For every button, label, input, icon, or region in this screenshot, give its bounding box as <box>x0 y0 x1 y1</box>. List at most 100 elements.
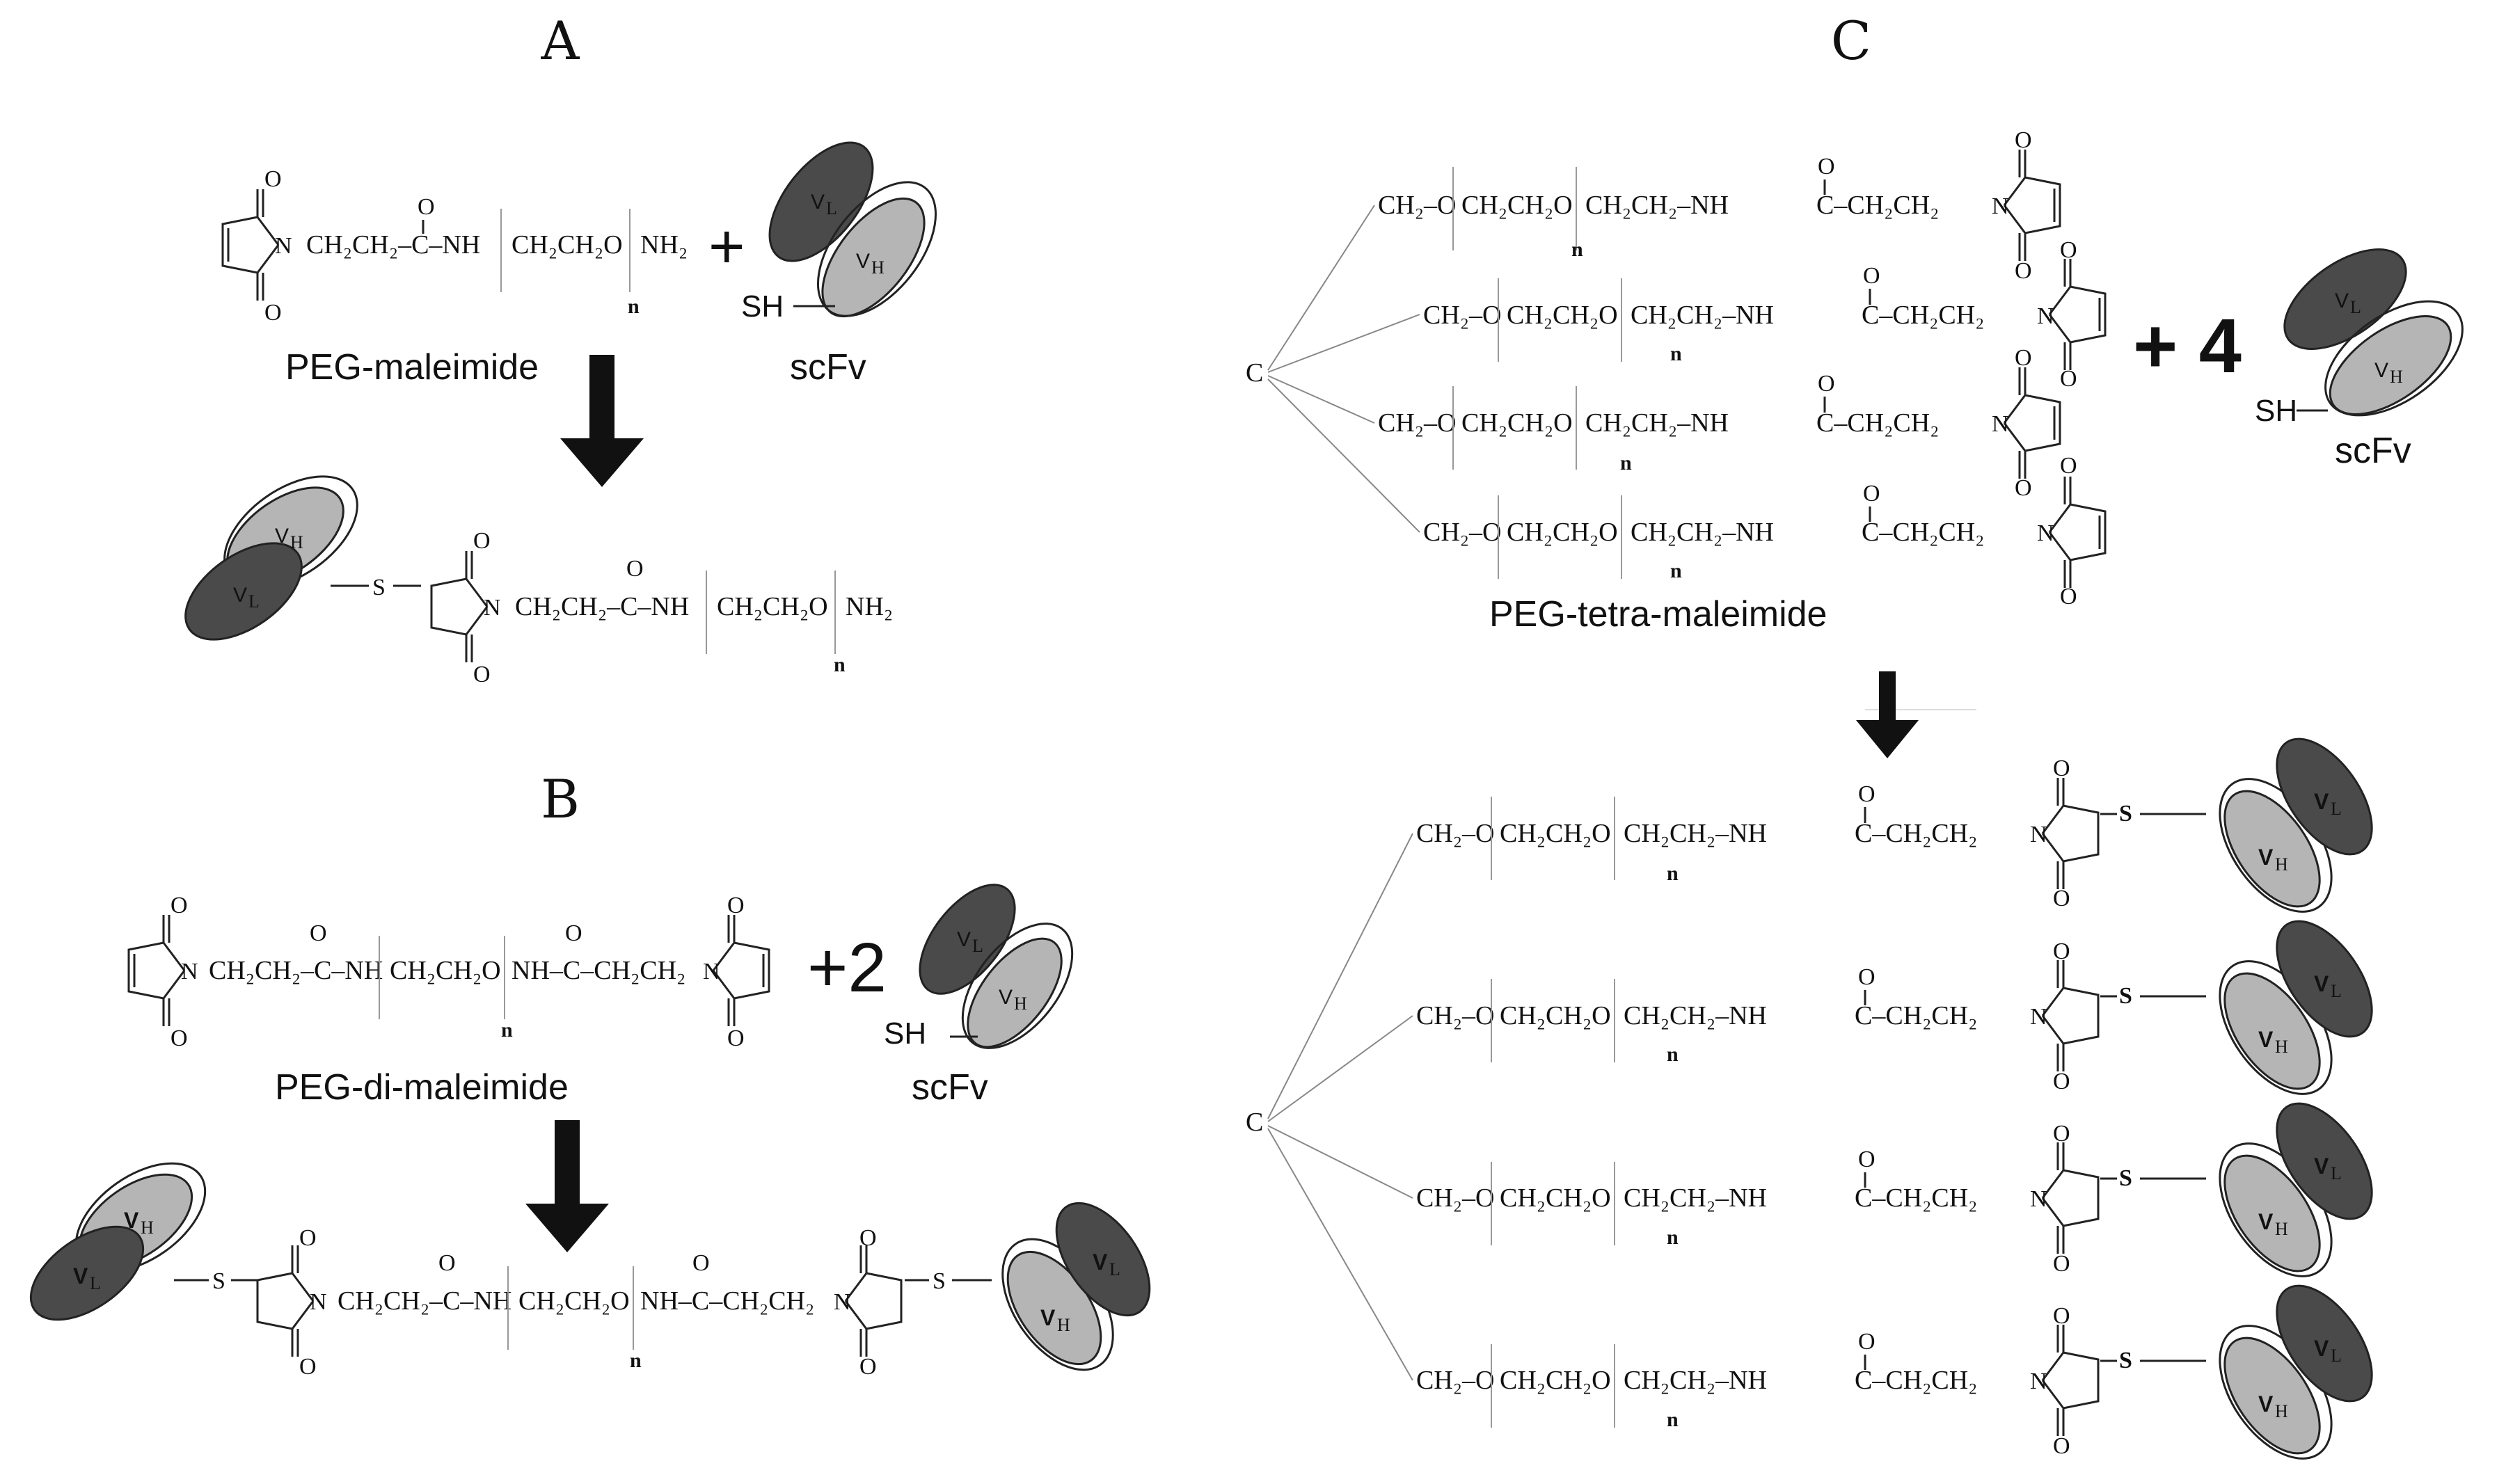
atom-o: O <box>2053 756 2070 781</box>
scfv-conjugated: V H V L <box>2219 737 2373 913</box>
atom-o: O <box>1858 1329 1875 1355</box>
chain-end: C–CH₂CH₂ <box>1855 1183 1977 1213</box>
repeat-n: n <box>1620 452 1632 474</box>
atom-o: O <box>2015 258 2032 284</box>
vh-sub: H <box>2275 1401 2288 1421</box>
light-domain <box>2276 920 2373 1038</box>
atom-n: N <box>181 959 198 984</box>
vh-sub: H <box>2275 1037 2288 1057</box>
atom-o: O <box>438 1250 456 1276</box>
atom-n: N <box>2030 822 2047 847</box>
atom-s: S <box>2119 801 2132 827</box>
light-domain <box>2276 737 2373 856</box>
atom-o: O <box>2053 1251 2070 1277</box>
chain-end: C–CH₂CH₂ <box>1855 819 1977 848</box>
scfv-conjugated-right: V H V L <box>1001 1202 1151 1371</box>
scfv-conjugated: V H V L <box>184 475 358 641</box>
chain-end: C–CH₂CH₂ <box>1862 518 1984 547</box>
chain-mid: CH₂CH₂–NH <box>1624 1001 1767 1030</box>
product-b: V H V L S O O N CH₂CH₂–C–NH O CH₂CH₂O n … <box>29 1162 1151 1380</box>
atom-o: O <box>1818 371 1835 397</box>
atom-o: O <box>2015 345 2032 371</box>
atom-o: O <box>2053 1069 2070 1094</box>
reaction-arrow <box>1856 671 1919 758</box>
vh-sub: H <box>2275 854 2288 875</box>
vl-label: V <box>957 928 971 951</box>
vl-sub: L <box>2331 1346 2342 1366</box>
atom-o: O <box>727 893 745 918</box>
sh-label: SH <box>741 289 784 324</box>
product-a: V H V L S O O N CH₂CH₂–C–NH O CH₂CH₂O NH… <box>184 475 893 687</box>
atom-o: O <box>2053 1433 2070 1459</box>
chain-repeat: CH₂CH₂O <box>1461 191 1573 220</box>
atom-o: O <box>2053 886 2070 911</box>
atom-o: O <box>859 1354 877 1380</box>
reaction-arrow <box>525 1120 609 1252</box>
heavy-domain <box>2223 1154 2321 1272</box>
atom-o: O <box>170 893 188 918</box>
vl-label: V <box>2314 971 2329 996</box>
scfv-conjugated-left: V H V L <box>29 1162 207 1321</box>
chain-end: C–CH₂CH₂ <box>1855 1366 1977 1395</box>
atom-o: O <box>1818 154 1835 179</box>
chain-left: CH₂CH₂–C–NH <box>338 1286 511 1316</box>
scfv-name: scFv <box>790 347 866 388</box>
chain-mid: CH₂CH₂–NH <box>1631 518 1774 547</box>
vh-label: V <box>856 250 870 273</box>
atom-n: N <box>310 1289 327 1315</box>
atom-o: O <box>418 194 435 220</box>
vl-sub: L <box>826 198 837 218</box>
chain-repeat: CH₂CH₂O <box>717 592 828 621</box>
atom-o: O <box>1858 781 1875 807</box>
atom-s: S <box>372 575 386 600</box>
core-carbon: C <box>1246 1108 1263 1137</box>
arm-start: CH₂–O <box>1416 1183 1494 1213</box>
chain-right: NH–C–CH₂CH₂ <box>511 956 685 985</box>
vl-label: V <box>2335 289 2349 312</box>
atom-n: N <box>1992 411 2009 437</box>
atom-o: O <box>473 528 491 554</box>
chain-repeat: CH₂CH₂O <box>1500 819 1611 848</box>
light-domain <box>184 542 303 641</box>
atom-o: O <box>170 1026 188 1051</box>
repeat-n: n <box>628 295 640 318</box>
atom-n: N <box>834 1289 851 1315</box>
vl-sub: L <box>248 591 260 612</box>
atom-o: O <box>2053 1303 2070 1329</box>
atom-o: O <box>299 1354 317 1380</box>
vl-sub: L <box>2350 297 2361 317</box>
repeat-n: n <box>1667 1043 1679 1066</box>
product-arm-3: CH₂–O CH₂CH₂O n CH₂CH₂–NH O C–CH₂CH₂ N O… <box>1267 1102 2373 1277</box>
plus-sign: + <box>708 212 745 282</box>
chain-mid: CH₂CH₂–NH <box>1624 1366 1767 1395</box>
heavy-domain <box>2223 790 2321 908</box>
vh-sub: H <box>141 1218 154 1238</box>
heavy-domain <box>967 937 1063 1048</box>
chain-end: C–CH₂CH₂ <box>1855 1001 1977 1030</box>
atom-n: N <box>703 959 720 984</box>
vl-sub: L <box>2331 799 2342 819</box>
vh-label: V <box>124 1208 139 1233</box>
peg-di-maleimide-structure: O O N CH₂CH₂–C–NH O CH₂CH₂O n NH–C–CH₂CH… <box>127 893 770 1051</box>
light-domain <box>1055 1202 1151 1317</box>
arm-start: CH₂–O <box>1378 191 1456 220</box>
arm-start: CH₂–O <box>1416 1366 1494 1395</box>
scfv-reactant: V L V H <box>2283 248 2464 417</box>
chain-end: C–CH₂CH₂ <box>1862 301 1984 330</box>
arm-start: CH₂–O <box>1378 408 1456 438</box>
vh-sub: H <box>871 257 885 278</box>
repeat-n: n <box>1571 238 1583 261</box>
light-domain <box>2283 248 2407 350</box>
atom-o: O <box>692 1250 710 1276</box>
atom-o: O <box>2015 475 2032 501</box>
atom-o: O <box>1858 1147 1875 1172</box>
atom-o: O <box>727 1026 745 1051</box>
vl-label: V <box>73 1263 88 1288</box>
atom-o: O <box>626 556 644 582</box>
panel-label-a: A <box>541 10 580 72</box>
scfv-conjugated: V H V L <box>2219 920 2373 1095</box>
chain-mid: CH₂CH₂–NH <box>1624 1183 1767 1213</box>
chain-repeat: CH₂CH₂O <box>1500 1366 1611 1395</box>
chain-left: CH₂CH₂–C–NH <box>306 230 480 260</box>
repeat-n: n <box>1670 559 1682 582</box>
